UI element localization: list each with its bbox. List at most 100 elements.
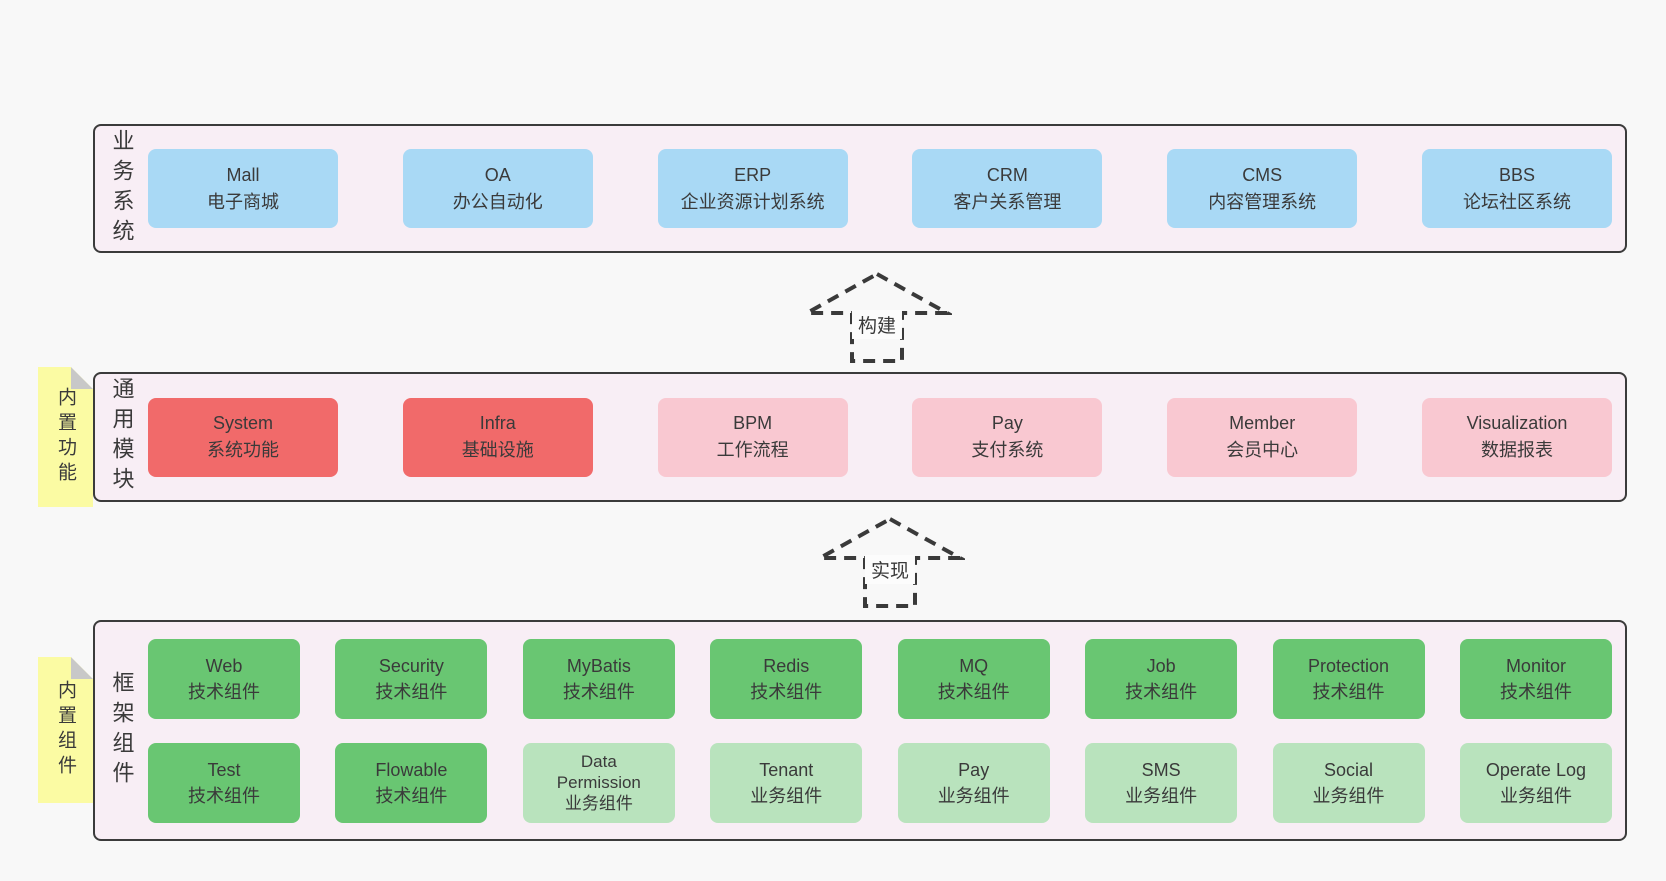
box-zh-label: 业务组件 (1312, 785, 1385, 806)
box-data-permission: Data Permission 业务组件 (522, 742, 675, 823)
box-visualization: Visualization 数据报表 (1421, 397, 1612, 477)
box-flowable: Flowable 技术组件 (335, 742, 488, 823)
box-en-label: MQ (959, 655, 989, 676)
box-zh-label: 企业资源计划系统 (680, 191, 825, 212)
box-zh-label: 系统功能 (207, 440, 279, 460)
framework-row-1: Web 技术组件 Security 技术组件 MyBatis 技术组件 Redi… (148, 638, 1612, 719)
box-en-label: Data Permission (556, 752, 641, 792)
box-bbs: BBS 论坛社区系统 (1421, 149, 1612, 228)
box-en-label: BPM (733, 413, 773, 433)
box-zh-label: 业务组件 (937, 785, 1010, 806)
box-operate-log: Operate Log 业务组件 (1459, 742, 1612, 823)
box-oa: OA 办公自动化 (402, 149, 593, 228)
box-en-label: Mall (226, 164, 260, 185)
box-pay-system: Pay 支付系统 (912, 397, 1103, 477)
box-zh-label: 支付系统 (971, 440, 1044, 460)
box-protection: Protection 技术组件 (1272, 638, 1425, 719)
box-zh-label: 技术组件 (562, 681, 635, 702)
box-redis: Redis 技术组件 (710, 638, 863, 719)
note-fold-corner (71, 367, 93, 389)
implement-arrow: 实现 (815, 515, 965, 610)
box-en-label: SMS (1141, 759, 1181, 780)
box-zh-label: 技术组件 (750, 681, 823, 702)
up-arrow-icon (802, 271, 952, 363)
box-en-label: CMS (1242, 164, 1283, 185)
layer-title-common: 通用模块 (109, 377, 135, 497)
box-sms: SMS 业务组件 (1085, 742, 1238, 823)
box-zh-label: 数据报表 (1480, 440, 1553, 460)
common-boxes-row: System 系统功能 Infra 基础设施 BPM 工作流程 Pay 支付系统… (148, 374, 1612, 500)
box-en-label: OA (484, 164, 511, 185)
box-en-label: ERP (734, 164, 772, 185)
box-en-label: Member (1229, 413, 1296, 433)
box-zh-label: 技术组件 (1312, 681, 1385, 702)
box-en-label: Flowable (375, 759, 448, 780)
layer-title-zone: 业务系统 (95, 126, 148, 251)
box-zh-label: 技术组件 (1125, 681, 1198, 702)
box-mybatis: MyBatis 技术组件 (522, 638, 675, 719)
box-zh-label: 业务组件 (1125, 785, 1198, 806)
common-modules-layer: 通用模块 System 系统功能 Infra 基础设施 BPM 工作流程 Pay… (93, 372, 1627, 502)
box-monitor: Monitor 技术组件 (1459, 638, 1612, 719)
note-label: 内置功能 (55, 387, 76, 487)
box-member: Member 会员中心 (1167, 397, 1358, 477)
box-zh-label: 技术组件 (188, 785, 260, 806)
box-zh-label: 工作流程 (716, 440, 789, 460)
box-zh-label: 基础设施 (461, 440, 534, 460)
box-en-label: Visualization (1466, 413, 1568, 433)
framework-boxes-grid: Web 技术组件 Security 技术组件 MyBatis 技术组件 Redi… (148, 622, 1612, 839)
box-zh-label: 技术组件 (937, 681, 1010, 702)
box-en-label: Redis (763, 655, 810, 676)
box-erp: ERP 企业资源计划系统 (657, 149, 848, 228)
layer-title-framework: 框架组件 (109, 670, 135, 791)
box-cms: CMS 内容管理系统 (1167, 149, 1358, 228)
box-en-label: Pay (991, 413, 1023, 433)
box-zh-label: 技术组件 (375, 681, 448, 702)
box-en-label: System (212, 413, 273, 433)
implement-arrow-label: 实现 (864, 555, 916, 584)
box-en-label: Tenant (759, 759, 814, 780)
box-pay-component: Pay 业务组件 (897, 742, 1050, 823)
box-system: System 系统功能 (148, 397, 338, 477)
box-mall: Mall 电子商城 (148, 149, 338, 228)
build-arrow: 构建 (802, 270, 952, 365)
layer-title-zone: 通用模块 (95, 374, 148, 500)
box-social: Social 业务组件 (1272, 742, 1425, 823)
box-en-label: Monitor (1505, 655, 1566, 676)
box-test: Test 技术组件 (148, 742, 300, 823)
box-zh-label: 技术组件 (375, 785, 448, 806)
box-zh-label: 内容管理系统 (1208, 191, 1317, 212)
up-arrow-icon (815, 516, 965, 608)
box-crm: CRM 客户关系管理 (912, 149, 1103, 228)
box-zh-label: 业务组件 (750, 785, 823, 806)
box-en-label: Test (207, 759, 241, 780)
box-zh-label: 技术组件 (1499, 681, 1572, 702)
note-label: 内置组件 (55, 680, 76, 780)
box-en-label: Social (1324, 759, 1374, 780)
box-zh-label: 会员中心 (1226, 440, 1299, 460)
sticky-note-built-in-components: 内置组件 (38, 657, 93, 803)
box-bpm: BPM 工作流程 (657, 397, 848, 477)
box-zh-label: 办公自动化 (452, 191, 543, 212)
box-en-label: Job (1146, 655, 1176, 676)
box-mq: MQ 技术组件 (897, 638, 1050, 719)
layer-title-zone: 框架组件 (95, 622, 148, 839)
box-en-label: BBS (1498, 164, 1535, 185)
box-en-label: MyBatis (566, 655, 631, 676)
business-systems-layer: 业务系统 Mall 电子商城 OA 办公自动化 ERP 企业资源计划系统 CRM… (93, 124, 1627, 253)
note-fold-corner (71, 657, 93, 679)
framework-row-2: Test 技术组件 Flowable 技术组件 Data Permission … (148, 742, 1612, 823)
box-zh-label: 论坛社区系统 (1462, 191, 1571, 212)
box-zh-label: 电子商城 (207, 191, 279, 212)
box-en-label: Infra (479, 413, 516, 433)
box-web: Web 技术组件 (148, 638, 300, 719)
box-job: Job 技术组件 (1085, 638, 1238, 719)
sticky-note-built-in-functions: 内置功能 (38, 367, 93, 507)
box-tenant: Tenant 业务组件 (710, 742, 863, 823)
build-arrow-label: 构建 (851, 310, 903, 339)
box-zh-label: 技术组件 (188, 681, 260, 702)
box-zh-label: 客户关系管理 (953, 191, 1062, 212)
layer-title-business: 业务系统 (109, 128, 135, 249)
business-boxes-row: Mall 电子商城 OA 办公自动化 ERP 企业资源计划系统 CRM 客户关系… (148, 126, 1612, 251)
